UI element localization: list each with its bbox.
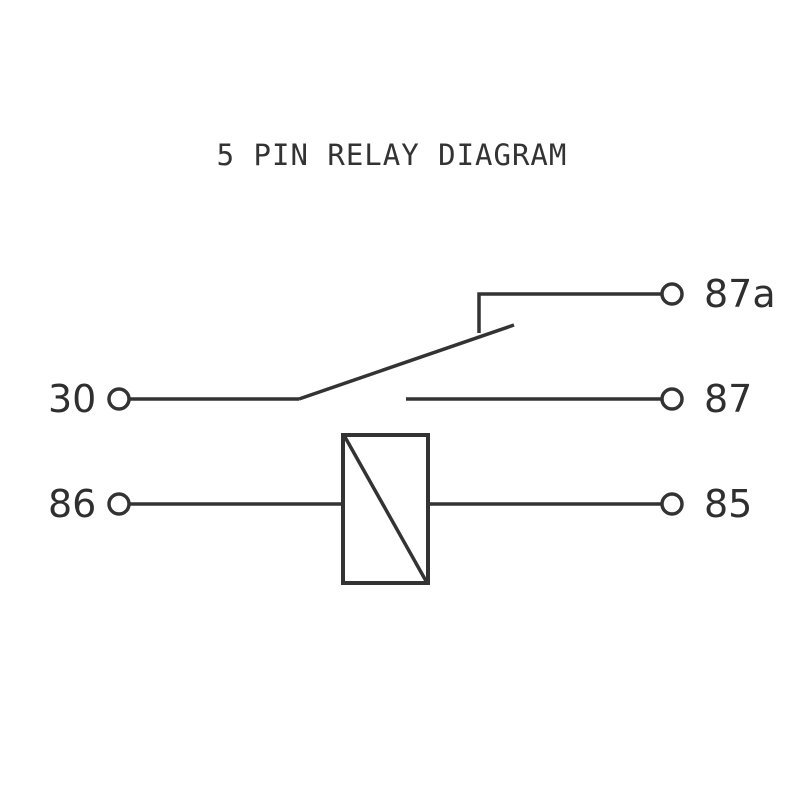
terminal-85: [660, 492, 684, 516]
pin-label-87a: 87a: [704, 272, 776, 316]
pin-label-86: 86: [48, 482, 96, 526]
terminal-87a: [660, 282, 684, 306]
pin-label-85: 85: [704, 482, 752, 526]
coil-diagonal: [343, 436, 428, 582]
pin-label-30: 30: [48, 377, 96, 421]
terminal-30: [107, 387, 131, 411]
terminal-87: [660, 387, 684, 411]
pin-label-87: 87: [704, 377, 752, 421]
terminal-86: [107, 492, 131, 516]
wire-87a: [477, 292, 661, 333]
switch-arm: [298, 323, 515, 401]
diagram-title: 5 PIN RELAY DIAGRAM: [217, 138, 568, 172]
